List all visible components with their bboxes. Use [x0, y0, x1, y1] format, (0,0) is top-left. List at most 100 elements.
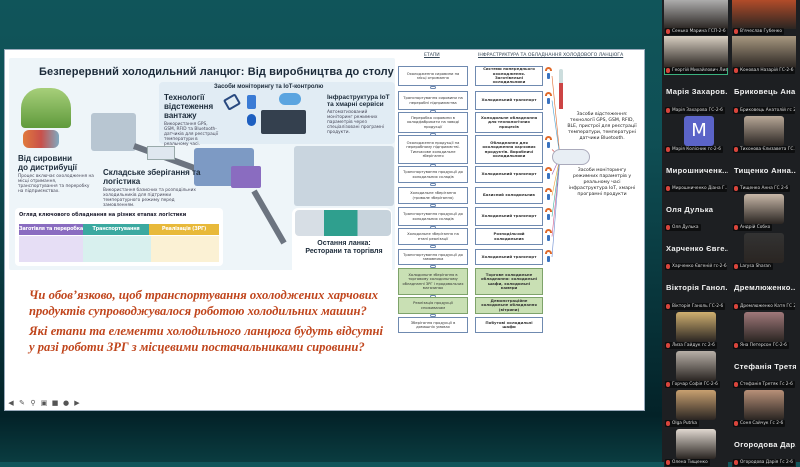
- participant-tile[interactable]: Olga Putrka: [664, 388, 728, 429]
- pen-icon[interactable]: ✎: [19, 399, 25, 407]
- participant-tile[interactable]: Сенько Марина ГСП-2-6: [664, 0, 728, 37]
- mic-muted-icon: [666, 264, 670, 270]
- participant-video: [732, 36, 796, 69]
- participant-name: Мирошниченк...: [666, 165, 728, 175]
- warehouse-desc: Використання базисних та розподільних хо…: [103, 188, 196, 208]
- participant-tile[interactable]: Яна Петерсон ГС-2-6: [732, 310, 796, 350]
- participant-tile[interactable]: Бриковець Ана...Бриковець Анатолій гс 2.…: [732, 75, 796, 115]
- mic-muted-icon: [734, 421, 738, 427]
- participant-label-text: Огородова Дарія Гс 2-6: [740, 460, 793, 466]
- factory-illustration: [91, 113, 136, 151]
- participant-tile[interactable]: Тихонова Єлизавета ГС...: [732, 114, 796, 154]
- participant-tile[interactable]: Георгій Михайлович Ливин...: [664, 36, 728, 76]
- participant-video: [664, 0, 728, 29]
- wifi-icon: [545, 250, 552, 254]
- mic-muted-icon: [734, 381, 738, 387]
- cold-chain-infographic: Безперервний холодильний ланцюг: Від вир…: [9, 58, 395, 270]
- participant-label-text: Марія Захарова ГС-2-6: [672, 107, 723, 113]
- participant-tile[interactable]: Мирошниченк... Мирошниченко Діана Г...: [664, 153, 728, 193]
- participant-label-text: Бриковець Анатолій гс 2...: [740, 107, 795, 113]
- participant-tile[interactable]: Огородова Дар...Огородова Дарія Гс 2-6: [732, 428, 796, 467]
- participant-tile[interactable]: Горчар Софія ГС-2-6: [664, 349, 728, 389]
- raw-title: Від сировини до дистрибуції: [18, 154, 78, 172]
- mic-muted-icon: [666, 29, 670, 35]
- stage-box: Транспортування продукції до холодильних…: [398, 166, 468, 183]
- fridges-illustration: [295, 210, 391, 236]
- stage-box: Переробка сировини в холодфабрикати на з…: [398, 112, 468, 133]
- participant-tile[interactable]: Тищенко Анна...Тищенко Анна ГС 2-6: [732, 153, 796, 193]
- participant-label: Стефанія Третяк Гс 2-6: [733, 380, 795, 388]
- participant-tile[interactable]: Вікторія Ганол...Вікторія Ганоль ГС-2-6: [664, 271, 728, 311]
- stages-header: ЕТАПИ: [424, 53, 440, 58]
- more-icon[interactable]: ●: [62, 399, 70, 407]
- bluetooth-icon: [547, 214, 550, 220]
- participant-video: [744, 193, 784, 224]
- participant-tile[interactable]: Коновал Назарій ГС-2-6: [732, 36, 796, 76]
- mic-muted-icon: [666, 68, 670, 74]
- equipment-box: Холодильний транспорт: [475, 91, 543, 110]
- stage-box: Охолодження сировини на місці отримання: [398, 66, 468, 86]
- participant-name: Вікторія Ганол...: [666, 283, 728, 293]
- slide-toolbar: ◀ ✎ ⚲ ▣ ■ ● ▶: [7, 399, 81, 407]
- participant-tile[interactable]: Харченко Євге...Харченко Євгеній гс-2-6: [664, 232, 728, 272]
- flow-arrow-icon: [430, 265, 436, 268]
- stage-box: Транспортування сировини на переробні пі…: [398, 91, 468, 110]
- iot-block: Інфраструктура IoT та хмарні сервіси Авт…: [327, 94, 393, 135]
- mic-muted-icon: [734, 29, 738, 35]
- participant-video: [676, 429, 716, 460]
- infographic-title: Безперервний холодильний ланцюг: Від вир…: [39, 66, 394, 78]
- stage-box: Транспортування продукції до холодильних…: [398, 207, 468, 226]
- dashboard-icon: [261, 110, 306, 134]
- equipment-header: ІНФРАСТРУКТУРА ТА ОБЛАДНАННЯ ХОЛОДОВОГО …: [478, 53, 624, 58]
- next-icon[interactable]: ▶: [74, 399, 80, 407]
- participant-tile[interactable]: Олена Тищенко: [664, 428, 728, 467]
- mic-muted-icon: [734, 107, 738, 113]
- raw-block: Від сировини до дистрибуції Процес включ…: [18, 154, 98, 194]
- participant-label-text: Харченко Євгеній гс-2-6: [672, 264, 727, 270]
- prev-icon[interactable]: ◀: [8, 399, 14, 407]
- participant-name: Стефанія Третя...: [734, 361, 796, 371]
- kitchen-illustration: [294, 146, 394, 206]
- overview-title: Огляд ключового обладнання на різних ета…: [19, 212, 187, 218]
- camera-icon[interactable]: ■: [51, 399, 59, 407]
- participant-video: [744, 389, 784, 420]
- bluetooth-icon: [547, 142, 550, 148]
- bluetooth-icon: [547, 256, 550, 262]
- equipment-box: Холодильний транспорт: [475, 249, 543, 265]
- wifi-icon: [545, 188, 552, 192]
- captions-icon[interactable]: ▣: [40, 399, 48, 407]
- flow-arrow-icon: [430, 183, 436, 186]
- participant-tile[interactable]: В'ячеслав Губенко: [732, 0, 796, 37]
- equipment-icons-row: [19, 236, 219, 262]
- participant-tile[interactable]: Андрій Собко: [732, 192, 796, 233]
- last-link-title: Остання ланка: Ресторани та торгівля: [305, 240, 383, 255]
- bar-procurement: Заготівля та переробка: [19, 224, 83, 235]
- participant-tile[interactable]: Стефанія Третя... Стефанія Третяк Гс 2-6: [732, 349, 796, 389]
- mic-muted-icon: [734, 264, 738, 270]
- participant-label: Larysa Sharan: [733, 263, 773, 271]
- participant-label-text: Мирошниченко Діана Г...: [672, 185, 727, 191]
- zoom-icon[interactable]: ⚲: [30, 399, 36, 407]
- questions: Чи обов’язково, щоб транспортування охол…: [29, 288, 389, 355]
- participant-tile[interactable]: Larysa Sharan: [732, 232, 796, 272]
- participant-label-text: Olga Putrka: [672, 421, 698, 427]
- participant-tile[interactable]: Соня Сайчук Гс 2-6: [732, 388, 796, 429]
- equipment-box: Холодильний транспорт: [475, 207, 543, 226]
- mic-muted-icon: [734, 225, 738, 231]
- mic-muted-icon: [734, 185, 738, 191]
- mic-muted-icon: [666, 342, 670, 348]
- equipment-box: Демонстраційне холодильне обладнання (ві…: [475, 297, 543, 314]
- participant-label: Сенько Марина ГСП-2-6: [665, 28, 727, 36]
- mic-muted-icon: [734, 342, 738, 348]
- participant-label-text: Андрій Собко: [740, 225, 771, 231]
- mic-muted-icon: [734, 68, 738, 74]
- participant-label: Марія Захарова ГС-2-6: [665, 106, 725, 114]
- participant-tile[interactable]: Дремлюженко...Дремлюженко Катя ГС 2...: [732, 271, 796, 311]
- participant-tile[interactable]: Марія Захаров...Марія Захарова ГС-2-6: [664, 75, 728, 115]
- cloud-icon: [279, 93, 301, 105]
- participant-label: Оля Дулька: [665, 224, 701, 232]
- mic-muted-icon: [666, 146, 670, 152]
- participant-tile[interactable]: Лиза Гайдук гс 2-6: [664, 310, 728, 350]
